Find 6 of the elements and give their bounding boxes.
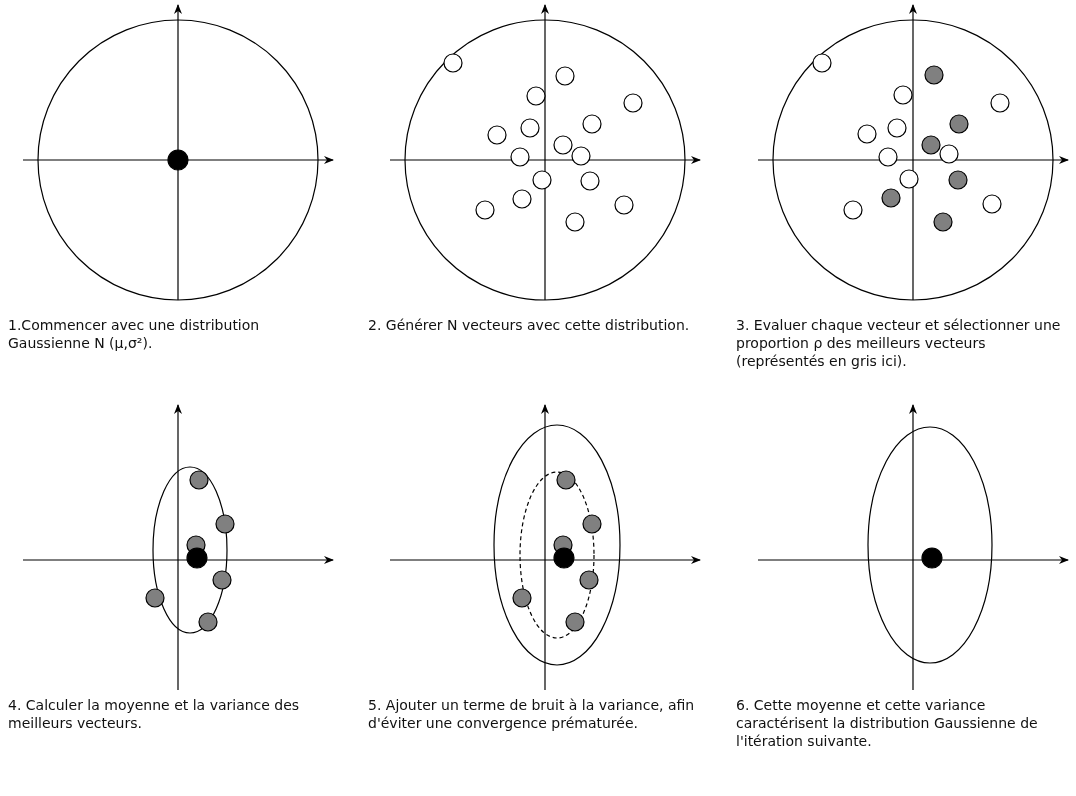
caption-text: 5. Ajouter un terme de bruit à la variance, afin d'éviter une convergence prématurée.	[368, 696, 696, 732]
caption-text: 4. Calculer la moyenne et la variance des meilleurs vecteurs.	[8, 696, 301, 732]
caption-text: 3. Evaluer chaque vecteur et sélectionner une proportion ρ des meilleurs vecteurs (représentés en gris ici).	[736, 316, 1062, 370]
caption-text: 2. Générer N vecteurs avec cette distribution.	[368, 316, 691, 334]
caption-text: 1.Commencer avec une distribution Gaussienne N (μ,σ²).	[8, 316, 261, 352]
caption-text: 6. Cette moyenne et cette variance caractérisent la distribution Gaussienne de l'itération suivante.	[736, 696, 1039, 750]
